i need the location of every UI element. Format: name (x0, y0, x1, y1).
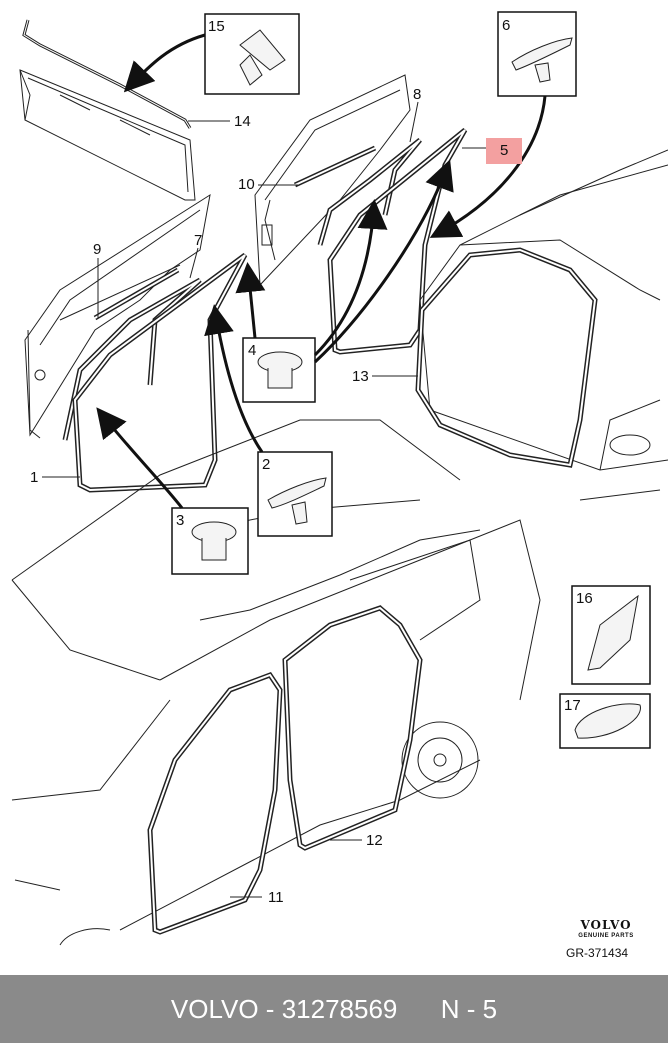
pad-17-icon (574, 703, 641, 739)
rear-door-frame-seal-8 (317, 138, 422, 246)
front-door-seal-1 (72, 252, 248, 493)
leader-lines (42, 101, 488, 898)
callout-1: 1 (30, 469, 39, 486)
callout-16: 16 (576, 590, 593, 607)
brand-subtitle: GENUINE PARTS (578, 933, 634, 939)
callout-2: 2 (262, 456, 271, 473)
vehicle-side-drawing (11, 419, 541, 946)
front-door-opening-seal-11 (147, 671, 283, 935)
vehicle-rear-drawing (419, 149, 668, 501)
callout-17: 17 (564, 697, 581, 714)
footer-text: VOLVO - 31278569 N - 5 (0, 975, 668, 1043)
callout-4: 4 (248, 342, 257, 359)
callout-3: 3 (176, 512, 185, 529)
callout-14: 14 (234, 113, 251, 130)
footer-position: N - 5 (440, 993, 498, 1024)
front-door-drawing (24, 193, 211, 439)
callout-10: 10 (238, 176, 255, 193)
callout-6: 6 (502, 17, 511, 34)
footer-part-number: VOLVO - 31278569 (170, 993, 398, 1024)
clip-2-icon (267, 477, 327, 525)
clip-6-icon (511, 37, 573, 83)
arrows (96, 33, 547, 509)
clip-3-icon (191, 521, 237, 561)
exploded-parts-diagram (11, 11, 668, 946)
callout-7: 7 (194, 232, 203, 249)
footer-bar: VOLVO - 31278569 N - 5 (0, 975, 668, 1043)
rear-door-drawing (254, 74, 411, 287)
detail-box-6 (497, 11, 577, 97)
callout-15: 15 (208, 18, 225, 35)
pad-16-icon (587, 594, 639, 671)
brand-name: VOLVO (580, 918, 632, 932)
volvo-genuine-parts-logo: VOLVO GENUINE PARTS (568, 918, 644, 939)
tailgate-seal-13 (415, 247, 598, 468)
clip-4-icon (257, 351, 303, 389)
callout-13: 13 (352, 368, 369, 385)
footer-spacer (397, 994, 440, 1025)
callout-12: 12 (366, 832, 383, 849)
diagram-reference: GR-371434 (566, 946, 629, 960)
callout-5: 5 (500, 142, 509, 159)
clip-15-icon (239, 29, 286, 86)
highlight-marker (486, 138, 522, 164)
tailgate-drawing (19, 69, 196, 201)
callout-9: 9 (93, 241, 102, 258)
callout-11: 11 (268, 889, 284, 906)
detail-box-3 (171, 507, 249, 575)
callout-8: 8 (413, 86, 422, 103)
